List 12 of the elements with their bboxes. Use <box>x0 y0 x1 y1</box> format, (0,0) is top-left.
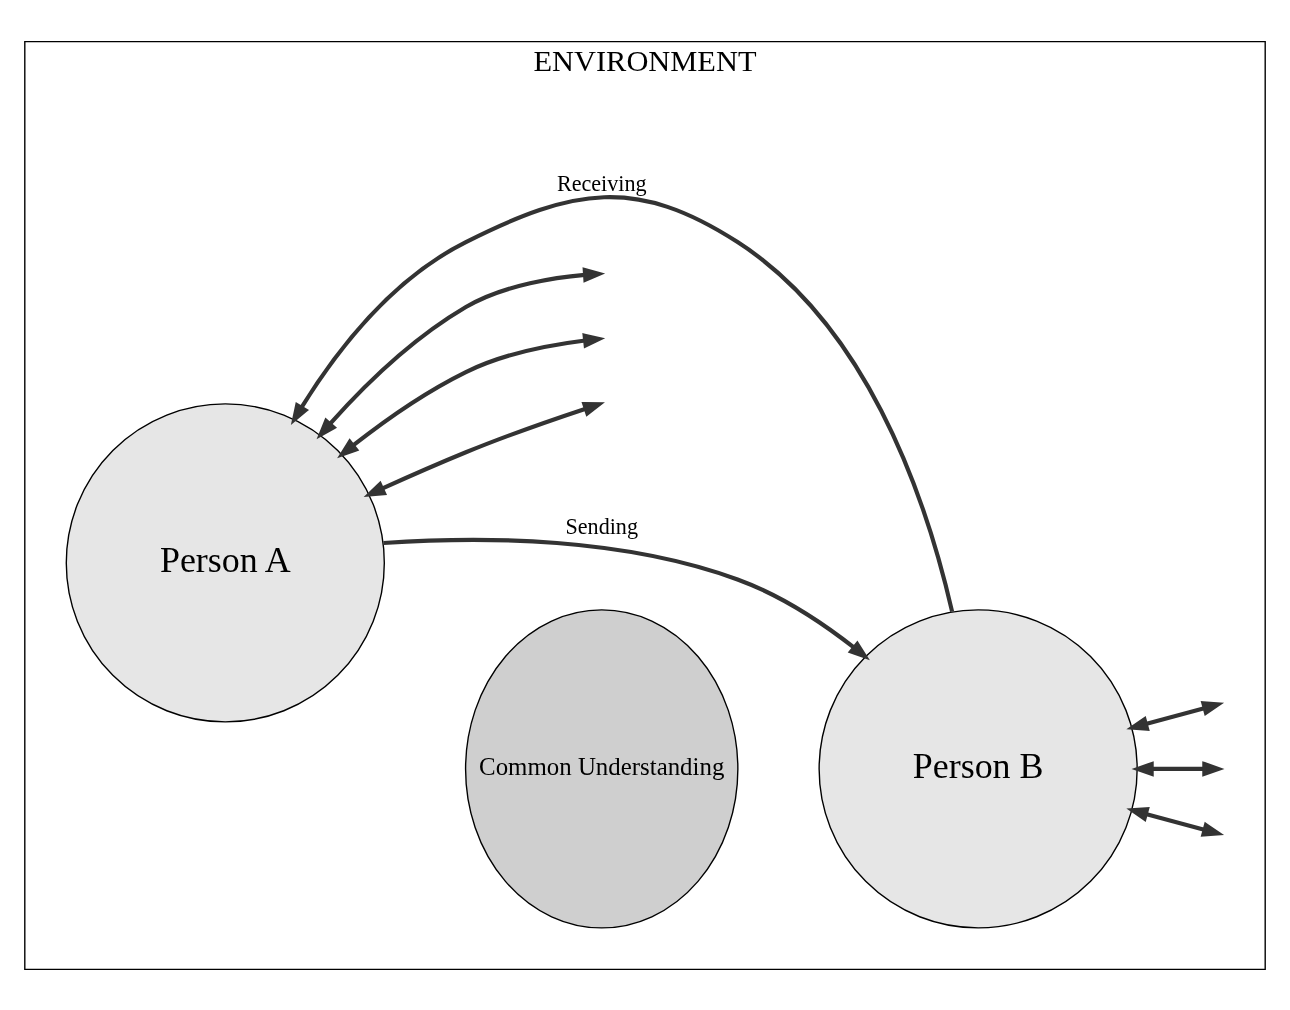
arrow <box>337 332 606 458</box>
arrow <box>1126 806 1225 837</box>
arrow <box>383 537 870 660</box>
edge-label: Sending <box>565 513 638 539</box>
arrow <box>290 194 955 612</box>
arrow <box>316 266 606 439</box>
node-circle: Person B <box>818 608 1138 929</box>
arrow <box>1126 700 1225 731</box>
edge-label: Receiving <box>556 170 647 196</box>
node-ellipse: Common Understanding <box>464 608 739 929</box>
arrow <box>1131 760 1225 777</box>
arrow <box>363 401 605 497</box>
